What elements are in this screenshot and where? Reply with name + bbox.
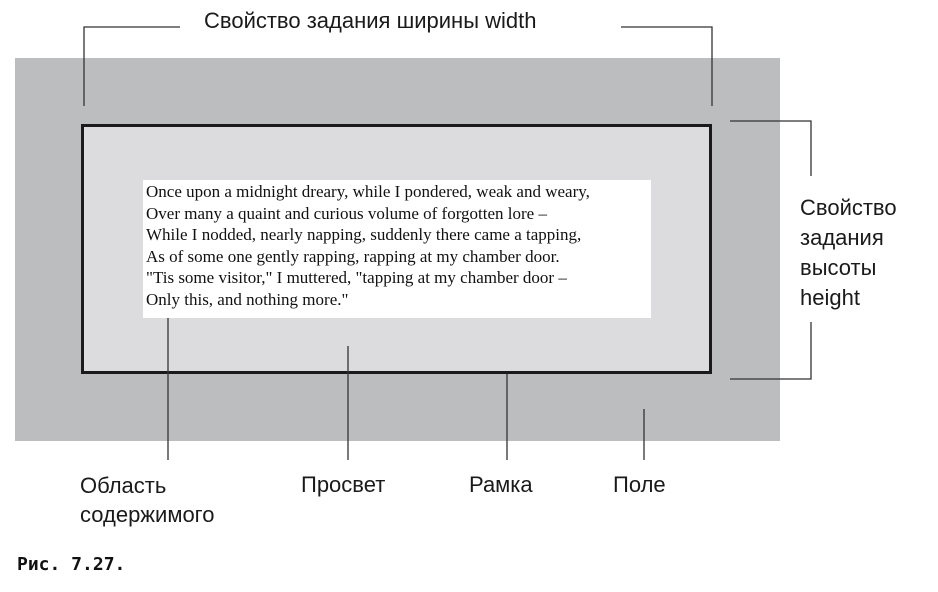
- width-property-label: Свойство задания ширины width: [204, 8, 537, 33]
- content-line: "Tis some visitor," I muttered, "tapping…: [146, 268, 567, 287]
- height-property-label: Свойство задания высоты height: [800, 193, 897, 313]
- border-label: Рамка: [469, 472, 533, 497]
- height-label-line: height: [800, 285, 860, 310]
- content-area: Once upon a midnight dreary, while I pon…: [143, 180, 651, 318]
- content-line: As of some one gently rapping, rapping a…: [146, 246, 560, 266]
- height-label-line: Свойство: [800, 195, 897, 220]
- width-bracket-right: [621, 26, 713, 106]
- padding-label: Просвет: [301, 472, 386, 497]
- figure-caption: Рис. 7.27.: [17, 554, 126, 575]
- width-bracket-left: [83, 26, 180, 106]
- height-label-line: высоты: [800, 255, 877, 280]
- content-line: While I nodded, nearly napping, suddenly…: [146, 225, 582, 244]
- height-bracket-top: [730, 120, 812, 176]
- margin-label: Поле: [613, 472, 666, 497]
- content-line: Once upon a midnight dreary, while I pon…: [146, 182, 590, 201]
- content-area-label: Область содержимого: [80, 471, 214, 529]
- content-line: Over many a quaint and curious volume of…: [146, 203, 547, 223]
- height-label-line: задания: [800, 225, 884, 250]
- content-area-label-line: Область: [80, 473, 167, 498]
- content-area-label-line: содержимого: [80, 502, 215, 527]
- height-bracket-bottom: [730, 322, 812, 380]
- content-line: Only this, and nothing more.": [146, 289, 349, 309]
